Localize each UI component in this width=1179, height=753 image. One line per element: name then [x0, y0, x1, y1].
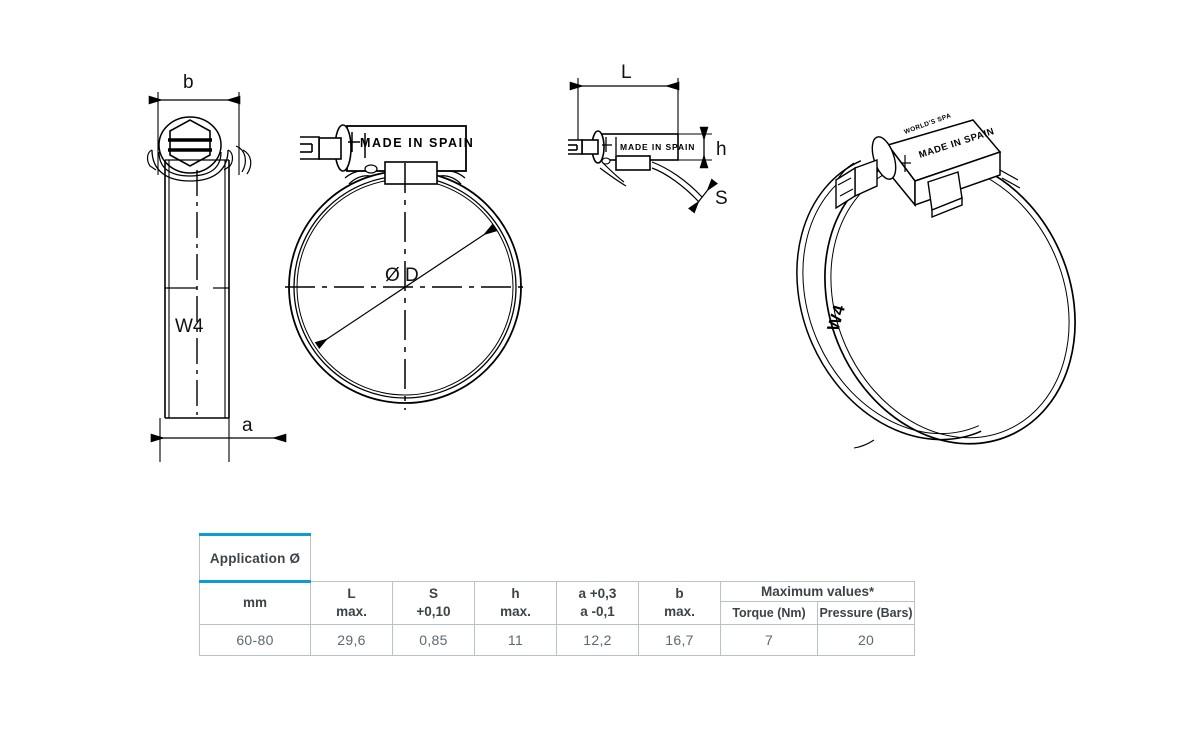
column-header-a-title: a +0,3 — [578, 585, 617, 601]
specification-table: Application Ø mm L max. S +0,10 — [199, 533, 916, 656]
banner-blank-spacer — [310, 534, 915, 582]
cell-torque: 7 — [720, 624, 818, 656]
technical-drawing-canvas: b — [146, 62, 1076, 462]
label-b: b — [183, 72, 194, 93]
column-header-s: S +0,10 — [392, 581, 475, 625]
cell-a: 12,2 — [556, 624, 639, 656]
table-row-group-header: mm L max. S +0,10 h max. a + — [199, 581, 916, 625]
label-h: h — [716, 139, 727, 160]
view-2-front-ring: MADE IN SPAIN Ø D — [285, 124, 527, 410]
label-w4-view1: W4 — [175, 316, 204, 337]
group-header-footnote-mark: * — [869, 584, 875, 599]
table-row: 60-80 29,6 0,85 11 12,2 16,7 7 20 — [199, 624, 916, 656]
group-header-title: Maximum values — [760, 584, 870, 599]
label-s: S — [715, 188, 728, 209]
column-header-a-subtitle: a -0,1 — [580, 604, 615, 619]
unit-header: mm — [199, 581, 311, 625]
label-l: L — [621, 62, 632, 83]
column-header-l-subtitle: max. — [336, 604, 367, 619]
column-header-s-title: S — [428, 585, 438, 601]
specification-table-wrapper: Application Ø mm L max. S +0,10 — [199, 533, 916, 656]
cell-pressure: 20 — [816, 624, 916, 656]
column-header-b-title: b — [675, 585, 684, 601]
cell-l-max: 29,6 — [310, 624, 393, 656]
cell-application: 60-80 — [199, 624, 311, 656]
column-header-l-title: L — [347, 585, 356, 601]
view-1-edge-view: b — [146, 72, 287, 462]
column-header-l: L max. — [310, 581, 393, 625]
view-4-isometric: MADE IN SPAIN WORLD'S SPA W4 — [796, 112, 1076, 449]
cell-h-max: 11 — [474, 624, 557, 656]
column-header-torque: Torque (Nm) — [720, 601, 818, 625]
label-a: a — [242, 415, 253, 436]
column-header-b-subtitle: max. — [664, 604, 695, 619]
stamp-made-in-spain-view3: MADE IN SPAIN — [620, 142, 695, 152]
group-header-maximum-values: Maximum values* — [719, 581, 916, 602]
view-3-side-profile: L MADE IN SPAIN — [568, 62, 728, 214]
stamp-made-in-spain-view2: MADE IN SPAIN — [360, 136, 474, 150]
unit-header-label: mm — [242, 595, 267, 611]
column-header-h: h max. — [474, 581, 557, 625]
cell-s: 0,85 — [392, 624, 475, 656]
table-row-application-banner: Application Ø — [199, 533, 915, 583]
cell-b-max: 16,7 — [638, 624, 721, 656]
column-header-pressure: Pressure (Bars) — [816, 601, 916, 625]
column-header-h-subtitle: max. — [500, 604, 531, 619]
column-header-a: a +0,3 a -0,1 — [556, 581, 639, 625]
application-diameter-header: Application Ø — [199, 533, 311, 583]
column-header-h-title: h — [511, 585, 520, 601]
table-row-sub-header: Torque (Nm) Pressure (Bars) — [200, 601, 916, 625]
column-header-b: b max. — [638, 581, 721, 625]
label-diameter-d: Ø D — [385, 265, 419, 286]
column-header-s-subtitle: +0,10 — [416, 604, 451, 619]
